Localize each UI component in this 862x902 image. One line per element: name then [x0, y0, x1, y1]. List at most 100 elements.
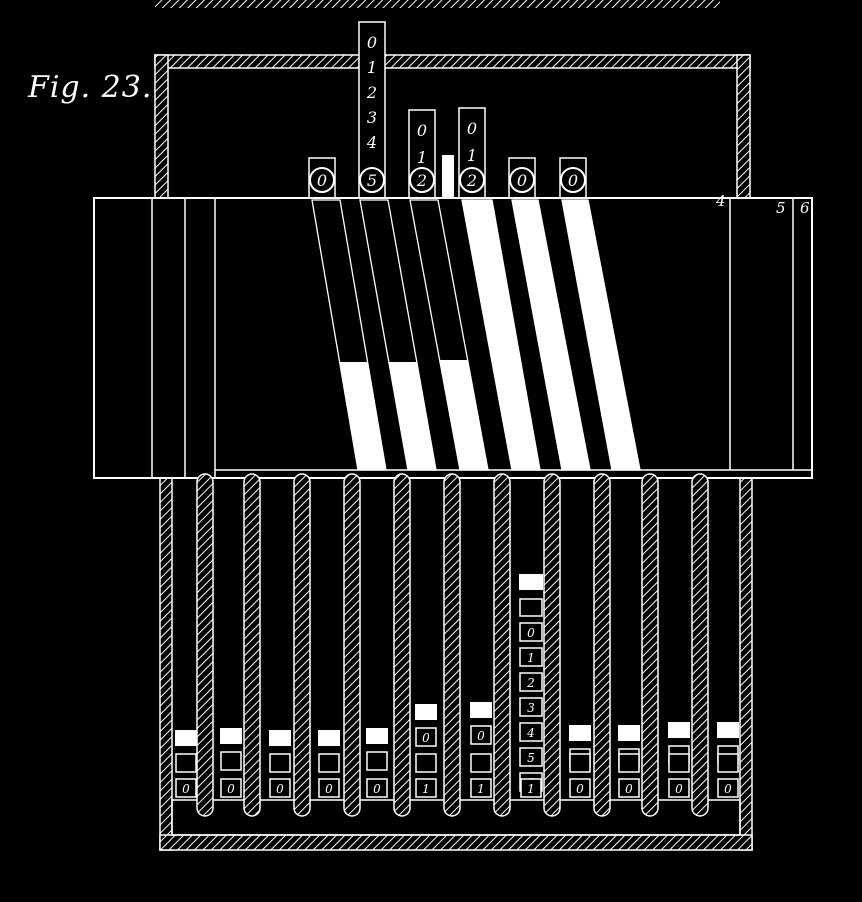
pin-digit: 2 [526, 676, 535, 690]
window-dial [359, 167, 385, 193]
pin-digit: 4 [526, 726, 535, 740]
hatched-rod [543, 473, 561, 817]
pin-box [717, 753, 739, 773]
hatched-rod [443, 473, 461, 817]
pin-digit: 0 [527, 626, 535, 640]
window-value: 0 [317, 171, 327, 190]
hatched-rod [393, 473, 411, 817]
pin-top [318, 730, 340, 746]
window-dial [459, 167, 485, 193]
bottom-box [175, 778, 197, 798]
hatched-rod [343, 473, 361, 817]
pin-box [470, 753, 492, 773]
bottom-box [668, 778, 690, 798]
pin-top [668, 722, 690, 738]
figure-label: Fig. 23. [28, 70, 153, 105]
pin-digit-box [519, 647, 543, 667]
bottom-box [318, 778, 340, 798]
bottom-label: 0 [182, 782, 190, 796]
outer-frame [154, 54, 753, 851]
strip-digit: 3 [367, 108, 377, 127]
pin-digit: 1 [527, 651, 535, 665]
hatched-rod [641, 473, 659, 817]
strip-digit: 1 [467, 146, 477, 165]
top-edge-hatch [155, 0, 720, 8]
bottom-label: 0 [373, 782, 381, 796]
slant-fill [439, 360, 488, 470]
bottom-box [470, 778, 492, 798]
bottom-label: 0 [227, 782, 235, 796]
bottom-label: 0 [325, 782, 333, 796]
window-dial [560, 167, 586, 193]
window-dial [409, 167, 435, 193]
bottom-label: 0 [576, 782, 584, 796]
pin-top [519, 574, 543, 590]
bottom-label: 1 [477, 782, 485, 796]
band-label: 5 [776, 199, 786, 217]
pin-top [269, 730, 291, 746]
pin-box [519, 598, 543, 617]
bottom-box [569, 778, 591, 798]
slant-fill [562, 200, 640, 470]
pin-label: 0 [422, 731, 430, 745]
bottom-box [269, 778, 291, 798]
bottom-box [520, 778, 542, 798]
band-label: 4 [715, 192, 726, 210]
pin-box [175, 753, 197, 773]
strip-digit: 0 [367, 33, 377, 52]
window-value: 5 [367, 171, 377, 190]
pin-box [366, 751, 388, 771]
bottom-box [717, 778, 739, 798]
window-dial [309, 167, 335, 193]
hatched-rods [196, 473, 709, 817]
pin-top [618, 725, 640, 741]
pin-box [415, 753, 437, 773]
strip-digit: 4 [366, 133, 377, 152]
pin-label: 0 [477, 729, 485, 743]
strip-digit: 1 [367, 58, 377, 77]
pin-box [470, 725, 492, 745]
pin-box [618, 753, 640, 773]
pin-box [220, 751, 242, 771]
window-dial [509, 167, 535, 193]
pin-top [470, 702, 492, 718]
central-band [93, 197, 813, 479]
bottom-box [366, 778, 388, 798]
pin-box [569, 753, 591, 773]
bottom-label: 0 [675, 782, 683, 796]
pin-top [415, 704, 437, 720]
slanted-slots [311, 199, 641, 471]
pin-digit: 5 [527, 751, 535, 765]
strip-digit: 2 [366, 83, 377, 102]
window-value: 0 [517, 171, 527, 190]
pin-digit: 3 [527, 701, 535, 715]
pin-columns: 000123456000001110000 [175, 574, 739, 798]
pin-digit-box [519, 722, 543, 742]
pin-top [366, 728, 388, 744]
pin-top [220, 728, 242, 744]
window-value: 2 [416, 171, 427, 190]
strip-digit: 1 [417, 148, 427, 167]
bottom-box [220, 778, 242, 798]
bottom-box [415, 778, 437, 798]
pin-box [668, 753, 690, 773]
pin-box [415, 727, 437, 747]
strip-digit: 0 [467, 119, 477, 138]
slant-fill [388, 362, 436, 470]
pin-box [318, 753, 340, 773]
bottom-label: 1 [527, 782, 535, 796]
hatched-rod [243, 473, 261, 817]
hatched-rod [593, 473, 611, 817]
pin-top [175, 730, 197, 746]
hatched-rod [493, 473, 511, 817]
bottom-box [618, 778, 640, 798]
pin-top [717, 722, 739, 738]
slant-fill [512, 200, 590, 470]
hatched-rod [196, 473, 214, 817]
bottom-label: 0 [276, 782, 284, 796]
hatched-rod [691, 473, 709, 817]
pin-digit-box [519, 747, 543, 767]
